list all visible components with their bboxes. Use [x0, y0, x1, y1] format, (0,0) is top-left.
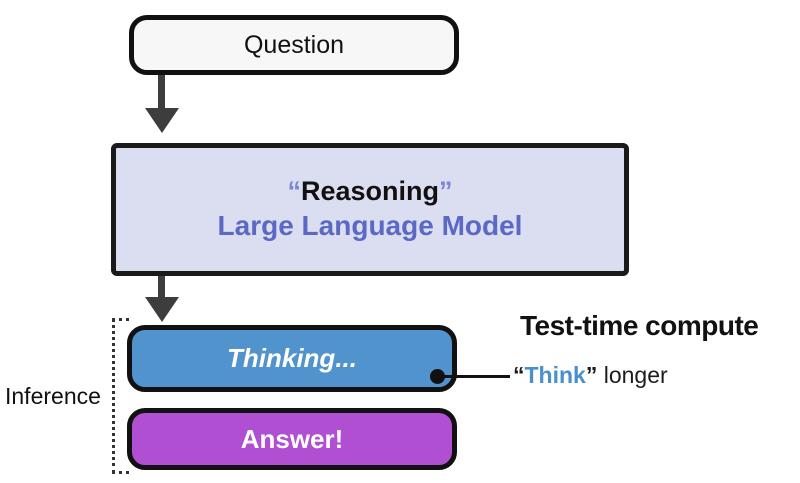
arrow-llm-to-thinking-head	[145, 297, 179, 322]
think-word: Think	[524, 362, 586, 388]
llm-box-title-word: Reasoning	[300, 175, 440, 206]
answer-box-label: Answer!	[240, 423, 344, 454]
answer-box: Answer!	[127, 408, 457, 470]
arrow-llm-to-thinking-shaft	[158, 276, 165, 301]
thinking-box: Thinking...	[127, 325, 457, 392]
arrow-question-to-llm-head	[145, 108, 179, 133]
question-box-label: Question	[243, 30, 345, 59]
llm-box: “Reasoning” Large Language Model	[111, 143, 629, 276]
thinking-box-label: Thinking...	[227, 343, 357, 373]
llm-box-title: “Reasoning”	[287, 175, 453, 207]
llm-box-subtitle: Large Language Model	[217, 210, 523, 242]
test-time-compute-heading: Test-time compute	[520, 310, 759, 341]
inference-bracket	[112, 318, 129, 474]
close-quote: ”	[439, 175, 453, 206]
open-quote: “	[513, 362, 525, 388]
think-longer-note: “Think” longer	[513, 362, 668, 389]
think-note-connector-line	[437, 375, 510, 378]
question-box: Question	[129, 15, 459, 75]
think-note-connector-dot	[430, 369, 445, 384]
open-quote: “	[287, 175, 301, 206]
think-note-suffix: longer	[597, 362, 668, 388]
arrow-question-to-llm-shaft	[158, 75, 165, 110]
close-quote: ”	[585, 362, 598, 388]
inference-label: Inference	[5, 383, 101, 409]
